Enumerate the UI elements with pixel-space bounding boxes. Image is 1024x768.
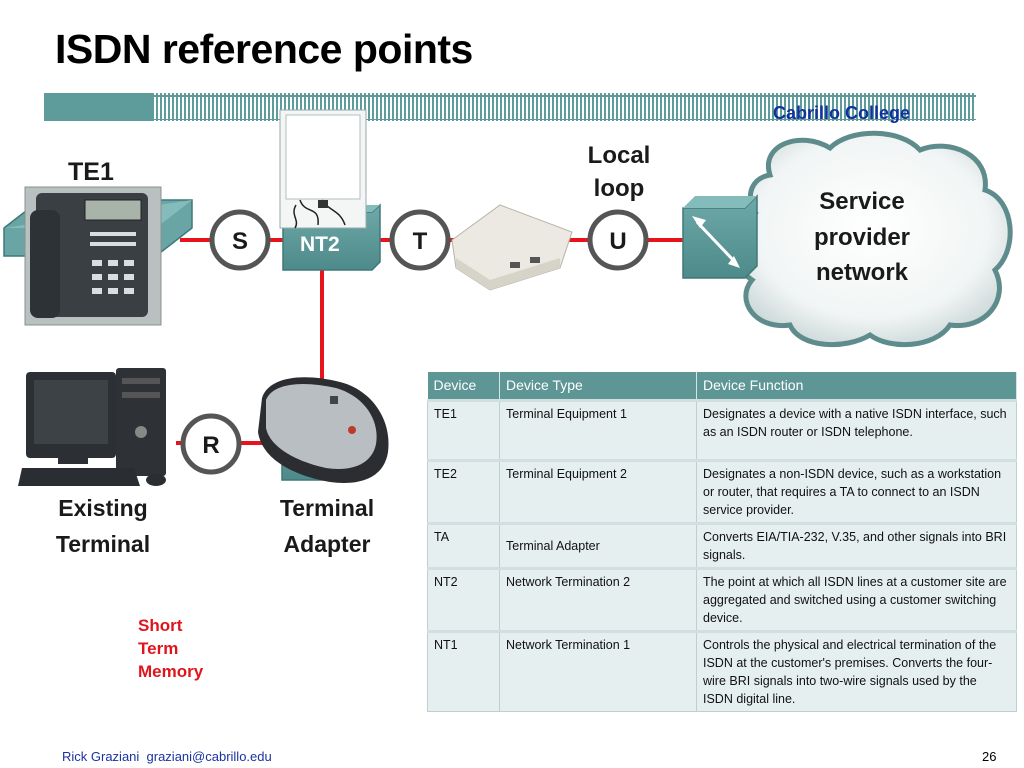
ref-point-u: U bbox=[587, 209, 649, 271]
header-bottom-line bbox=[44, 119, 976, 120]
computer-icon bbox=[18, 368, 166, 486]
cell-function: Converts EIA/TIA-232, V.35, and other si… bbox=[696, 521, 1017, 569]
table-row: NT2 Network Termination 2 The point at w… bbox=[427, 566, 1017, 632]
nt1-device-icon bbox=[451, 204, 573, 291]
existing-terminal-label-2: Terminal bbox=[56, 531, 150, 557]
page-number: 26 bbox=[982, 749, 997, 764]
table-row: NT1 Network Termination 1 Controls the p… bbox=[427, 629, 1017, 712]
header-device: Device bbox=[427, 372, 500, 400]
device-table: Device Device Type Device Function TE1 T… bbox=[427, 372, 1017, 712]
ref-point-t: T bbox=[389, 209, 451, 271]
header-device-function: Device Function bbox=[696, 372, 1017, 400]
header-solid-block bbox=[44, 93, 154, 121]
header-stripe-bar bbox=[44, 93, 976, 121]
cell-function: Controls the physical and electrical ter… bbox=[696, 629, 1017, 712]
footer-author: Rick Graziani graziani@cabrillo.edu bbox=[62, 749, 272, 764]
memory-line-2: Term bbox=[138, 639, 179, 658]
memory-line-1: Short bbox=[138, 616, 183, 635]
cloud-label-1: Service bbox=[819, 188, 904, 215]
isdn-switch-icon bbox=[682, 194, 758, 279]
header-device-type: Device Type bbox=[499, 372, 697, 400]
table-header-row: Device Device Type Device Function bbox=[427, 372, 1017, 400]
nt2-device-icon bbox=[279, 109, 367, 229]
cloud-label-2: provider bbox=[814, 224, 910, 251]
svg-text:U: U bbox=[609, 228, 626, 255]
phone-icon bbox=[24, 186, 162, 326]
cell-device: TE2 bbox=[427, 458, 500, 524]
svg-text:T: T bbox=[413, 228, 428, 255]
cell-device: NT1 bbox=[427, 629, 500, 712]
table-row: TA Terminal Adapter Converts EIA/TIA-232… bbox=[427, 521, 1017, 569]
header-top-line bbox=[44, 95, 976, 97]
ref-point-r: R bbox=[180, 413, 242, 475]
cell-type: Terminal Equipment 2 bbox=[499, 458, 697, 524]
terminal-adapter-label-2: Adapter bbox=[284, 531, 371, 557]
cell-device: TA bbox=[427, 521, 500, 569]
nt2-label: NT2 bbox=[300, 233, 340, 256]
cell-function: Designates a device with a native ISDN i… bbox=[696, 398, 1017, 461]
device-table-container: Device Device Type Device Function TE1 T… bbox=[427, 372, 1017, 712]
cell-function: Designates a non-ISDN device, such as a … bbox=[696, 458, 1017, 524]
cloud-label-3: network bbox=[816, 259, 909, 286]
te1-label: TE1 bbox=[68, 158, 114, 186]
college-name: Cabrillo College bbox=[773, 103, 911, 123]
table-row: TE2 Terminal Equipment 2 Designates a no… bbox=[427, 458, 1017, 524]
cell-function: The point at which all ISDN lines at a c… bbox=[696, 566, 1017, 632]
memory-line-3: Memory bbox=[138, 662, 204, 681]
short-term-memory-note: Short Term Memory bbox=[138, 614, 203, 683]
cell-type: Network Termination 2 bbox=[499, 566, 697, 632]
cell-device: TE1 bbox=[427, 398, 500, 461]
ref-point-s: S bbox=[209, 209, 271, 271]
cell-type: Terminal Equipment 1 bbox=[499, 398, 697, 461]
existing-terminal-label-1: Existing bbox=[58, 495, 147, 521]
terminal-adapter-icon bbox=[258, 377, 389, 483]
svg-text:S: S bbox=[232, 228, 248, 255]
table-row: TE1 Terminal Equipment 1 Designates a de… bbox=[427, 398, 1017, 461]
cell-device: NT2 bbox=[427, 566, 500, 632]
terminal-adapter-label-1: Terminal bbox=[280, 495, 374, 521]
cell-type: Terminal Adapter bbox=[499, 521, 697, 569]
svg-text:R: R bbox=[202, 432, 219, 459]
cell-type: Network Termination 1 bbox=[499, 629, 697, 712]
local-loop-label-1: Local bbox=[588, 142, 651, 169]
local-loop-label-2: loop bbox=[594, 175, 645, 202]
slide-title: ISDN reference points bbox=[55, 26, 473, 72]
